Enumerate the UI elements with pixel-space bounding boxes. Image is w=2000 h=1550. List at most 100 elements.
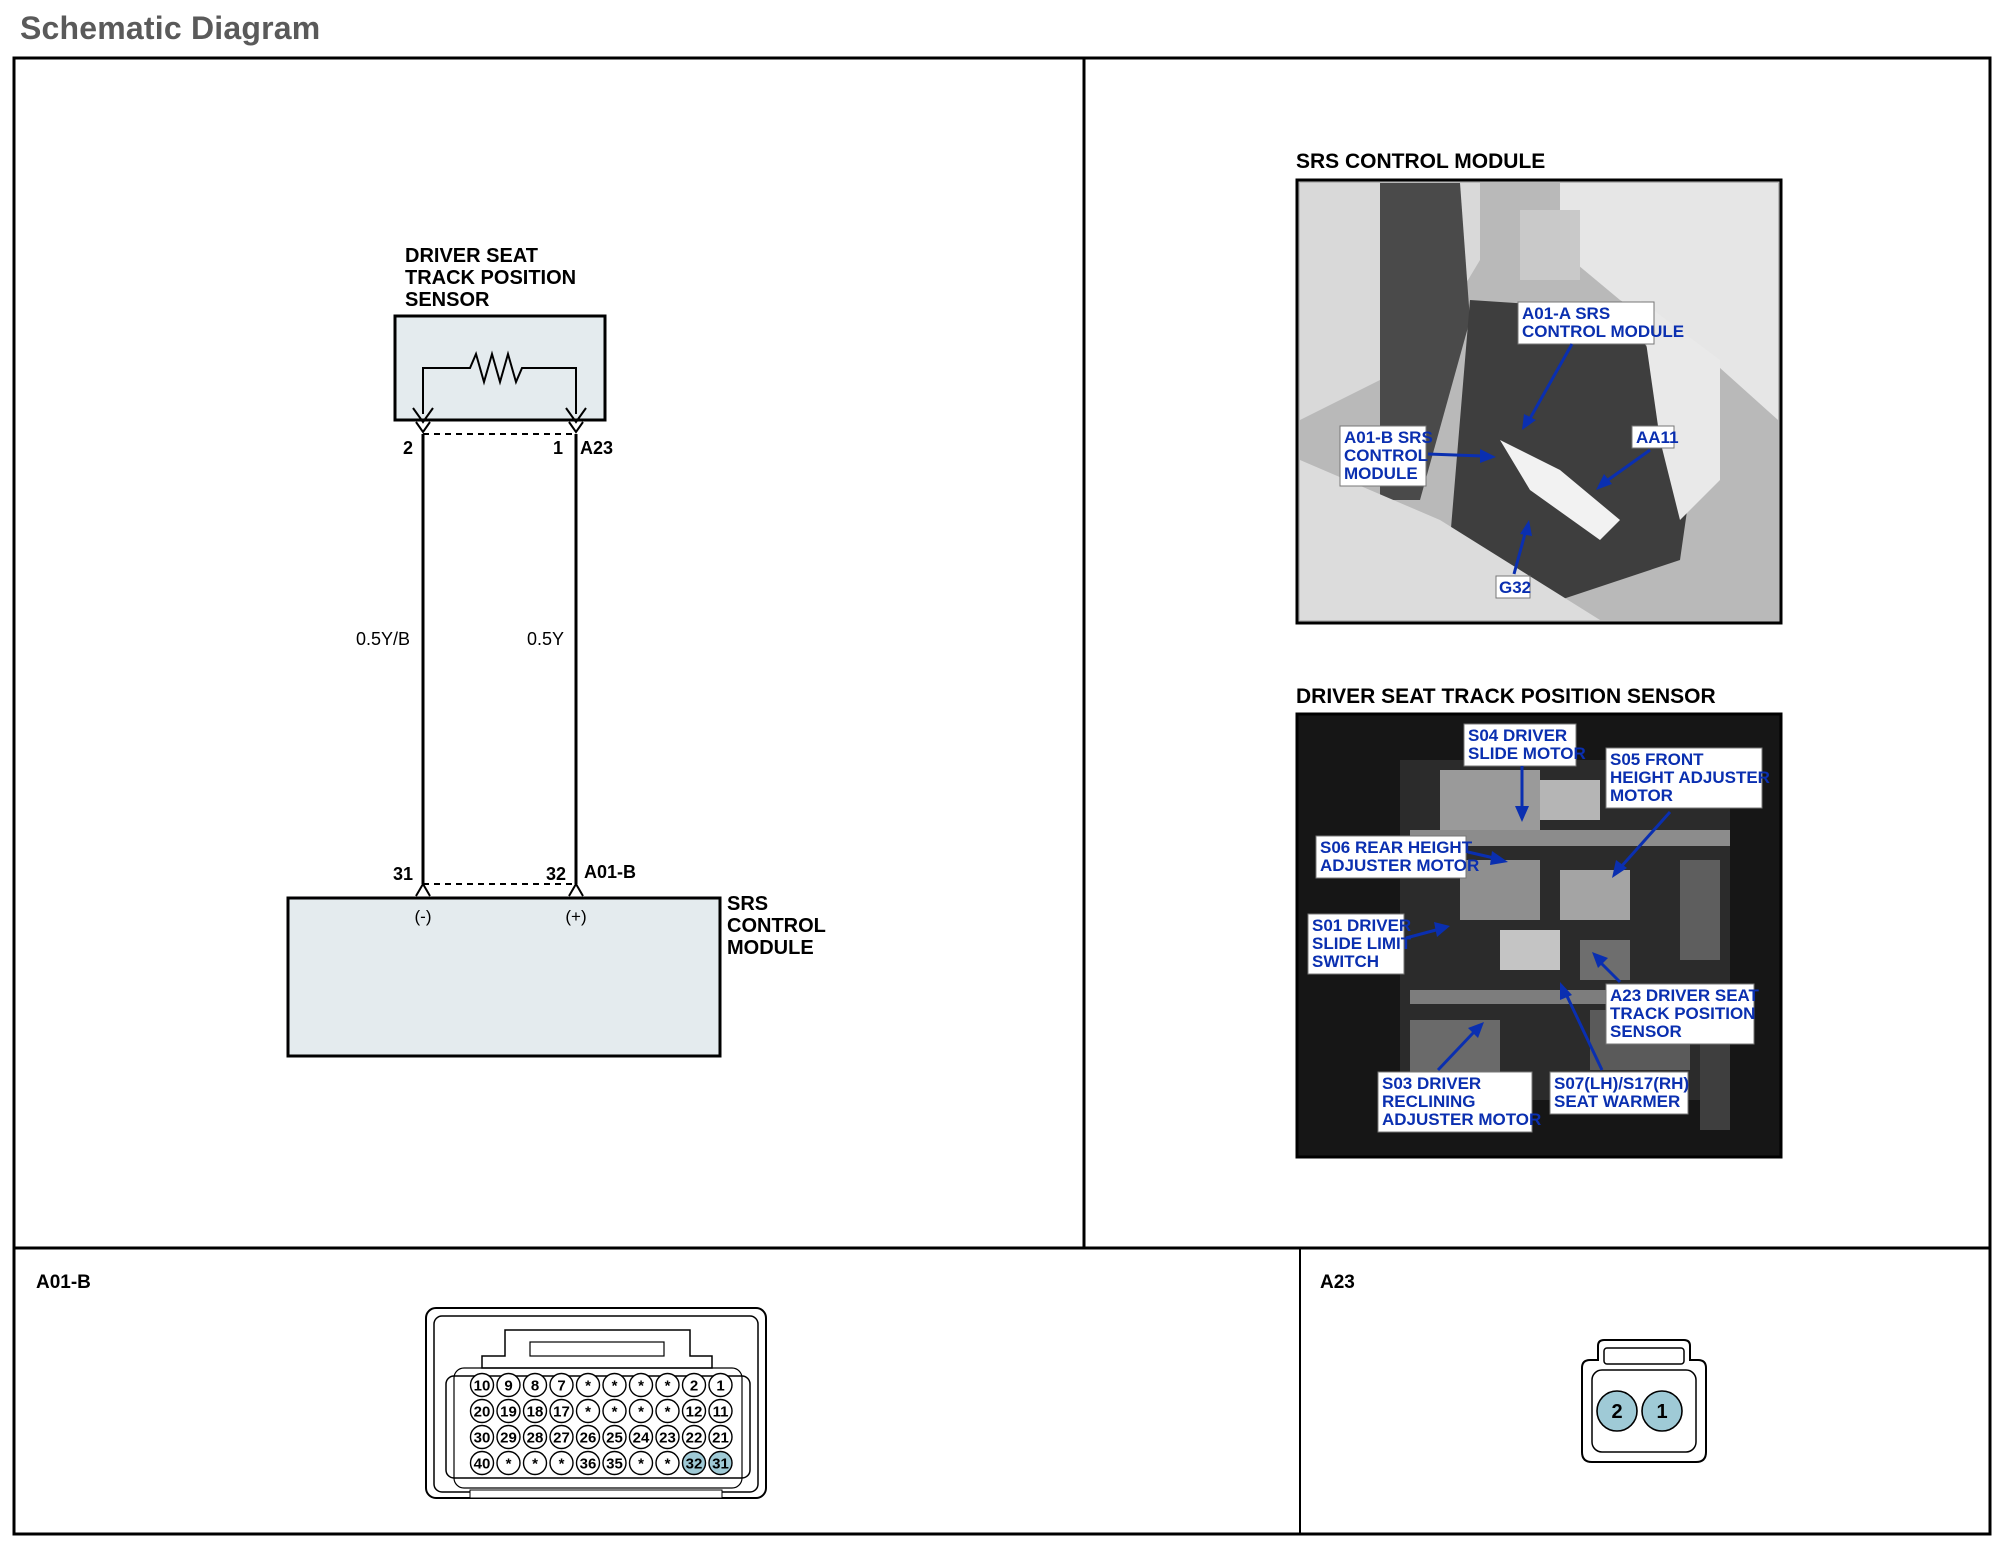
a01b-pin-blank xyxy=(575,1398,601,1424)
a01b-pin-blank xyxy=(496,1450,521,1476)
a01b-pin-19 xyxy=(496,1398,521,1424)
callout-a23-line3: SENSOR xyxy=(1610,1022,1682,1041)
a01b-pin-label: 40 xyxy=(474,1456,491,1473)
terminal-marker-left xyxy=(415,421,431,434)
a01b-pin-27 xyxy=(549,1424,574,1450)
sensor-pin-1-label: 1 xyxy=(553,438,563,458)
sensor-title-line2: TRACK POSITION xyxy=(405,267,576,289)
callout-s01-line2: SLIDE LIMIT xyxy=(1312,934,1412,953)
a01b-pin-blank xyxy=(655,1372,680,1398)
a01b-pin-blank xyxy=(628,1372,654,1398)
module-connector-label: A01-B xyxy=(584,862,636,882)
a01b-pin-label: 22 xyxy=(686,1430,703,1447)
a01b-pin-35 xyxy=(602,1450,627,1476)
a01b-pin-blank xyxy=(549,1450,574,1476)
photo-srs-title: SRS CONTROL MODULE xyxy=(1296,150,1545,173)
a01b-pin-label: 12 xyxy=(686,1404,703,1421)
a23-pin-2 xyxy=(1596,1390,1638,1432)
terminal-negative-label: (-) xyxy=(415,907,432,926)
a01b-pin-label: 19 xyxy=(500,1404,517,1421)
a01b-pin-label: * xyxy=(612,1378,618,1395)
a01b-pin-17 xyxy=(549,1398,574,1424)
a01b-pin-25 xyxy=(602,1424,627,1450)
sensor-connector-label: A23 xyxy=(580,438,613,458)
a01b-pin-blank xyxy=(522,1450,548,1476)
a01b-pin-blank xyxy=(602,1398,627,1424)
module-pin-32-label: 32 xyxy=(546,864,566,884)
wire-label-left: 0.5Y/B xyxy=(356,629,410,649)
sensor-pin-2-label: 2 xyxy=(403,438,413,458)
a01b-pin-label: 8 xyxy=(531,1378,539,1395)
callout-s05-line3: MOTOR xyxy=(1610,786,1673,805)
a01b-pin-20 xyxy=(469,1398,495,1424)
pin-arrow-left xyxy=(412,407,434,424)
a01b-pin-8 xyxy=(522,1372,548,1398)
a01b-pin-label: * xyxy=(612,1404,618,1421)
terminal-marker-right xyxy=(568,421,584,434)
a01b-pin-blank xyxy=(628,1398,654,1424)
terminal-marker-31 xyxy=(415,882,431,897)
a01b-pin-label: * xyxy=(638,1456,644,1473)
a01b-pin-label: 10 xyxy=(474,1378,491,1395)
a01b-pin-blank xyxy=(655,1398,680,1424)
callout-a23-line1: A23 DRIVER SEAT xyxy=(1610,986,1760,1005)
a01b-pin-label: 36 xyxy=(580,1456,597,1473)
a01b-pin-label: 29 xyxy=(500,1430,517,1447)
a01b-pin-blank xyxy=(602,1372,627,1398)
a01b-pin-30 xyxy=(469,1424,495,1450)
callout-a01a-line2: CONTROL MODULE xyxy=(1522,322,1684,341)
callout-aa11: AA11 xyxy=(1636,428,1679,447)
terminal-marker-32 xyxy=(568,882,584,897)
module-title-line2: CONTROL xyxy=(727,915,826,937)
a01b-pin-label: * xyxy=(585,1378,591,1395)
callout-s05-line1: S05 FRONT xyxy=(1610,750,1704,769)
a01b-pin-12 xyxy=(681,1398,707,1424)
wire-label-right: 0.5Y xyxy=(527,629,564,649)
module-title-line1: SRS xyxy=(727,893,768,915)
a01b-pin-1 xyxy=(708,1372,733,1398)
a01b-pin-blank xyxy=(575,1372,601,1398)
module-pin-31-label: 31 xyxy=(393,864,413,884)
resistor-symbol xyxy=(422,350,577,414)
callout-a01a-line1: A01-A SRS xyxy=(1522,304,1610,323)
a01b-pin-label: * xyxy=(665,1378,671,1395)
callout-s04-line2: SLIDE MOTOR xyxy=(1468,744,1586,763)
a01b-pin-24 xyxy=(628,1424,654,1450)
a01b-pin-label: 24 xyxy=(633,1430,650,1447)
a01b-pin-label: 30 xyxy=(474,1430,491,1447)
a01b-pin-label: * xyxy=(665,1404,671,1421)
a01b-pin-7 xyxy=(549,1372,574,1398)
srs-module-box xyxy=(286,896,722,1058)
photo-seat-callouts: S04 DRIVER SLIDE MOTOR S05 FRONT HEIGHT … xyxy=(1307,723,1770,1133)
outer-frame xyxy=(12,56,1992,1536)
a01b-pin-label: * xyxy=(638,1378,644,1395)
callout-s03-line1: S03 DRIVER xyxy=(1382,1074,1481,1093)
a01b-pin-label: * xyxy=(665,1456,671,1473)
terminal-positive-label: (+) xyxy=(565,907,586,926)
a01b-pin-label: 35 xyxy=(606,1456,623,1473)
callout-s03-line2: RECLINING xyxy=(1382,1092,1476,1111)
sensor-title: DRIVER SEAT TRACK POSITION SENSOR xyxy=(405,245,576,311)
callout-s04-line1: S04 DRIVER xyxy=(1468,726,1567,745)
page-title: Schematic Diagram xyxy=(20,10,321,46)
pin-arrow-right xyxy=(565,407,587,424)
callout-a01b-line3: MODULE xyxy=(1344,464,1418,483)
a23-pin-label: 2 xyxy=(1611,1401,1622,1423)
a01b-pin-36 xyxy=(575,1450,601,1476)
a01b-pin-label: 7 xyxy=(557,1378,565,1395)
a01b-pin-label: 20 xyxy=(474,1404,491,1421)
a01b-pin-31 xyxy=(708,1450,733,1476)
a01b-pin-label: 27 xyxy=(553,1430,570,1447)
a01b-pin-label: 28 xyxy=(527,1430,544,1447)
a01b-pin-label: * xyxy=(638,1404,644,1421)
callout-s05-line2: HEIGHT ADJUSTER xyxy=(1610,768,1770,787)
photo-seat-title: DRIVER SEAT TRACK POSITION SENSOR xyxy=(1296,685,1716,708)
a01b-pin-label: 21 xyxy=(712,1430,729,1447)
callout-a23-line2: TRACK POSITION xyxy=(1610,1004,1755,1023)
a01b-pin-label: * xyxy=(532,1456,538,1473)
a01b-pin-label: 26 xyxy=(580,1430,597,1447)
a01b-pin-label: * xyxy=(585,1404,591,1421)
